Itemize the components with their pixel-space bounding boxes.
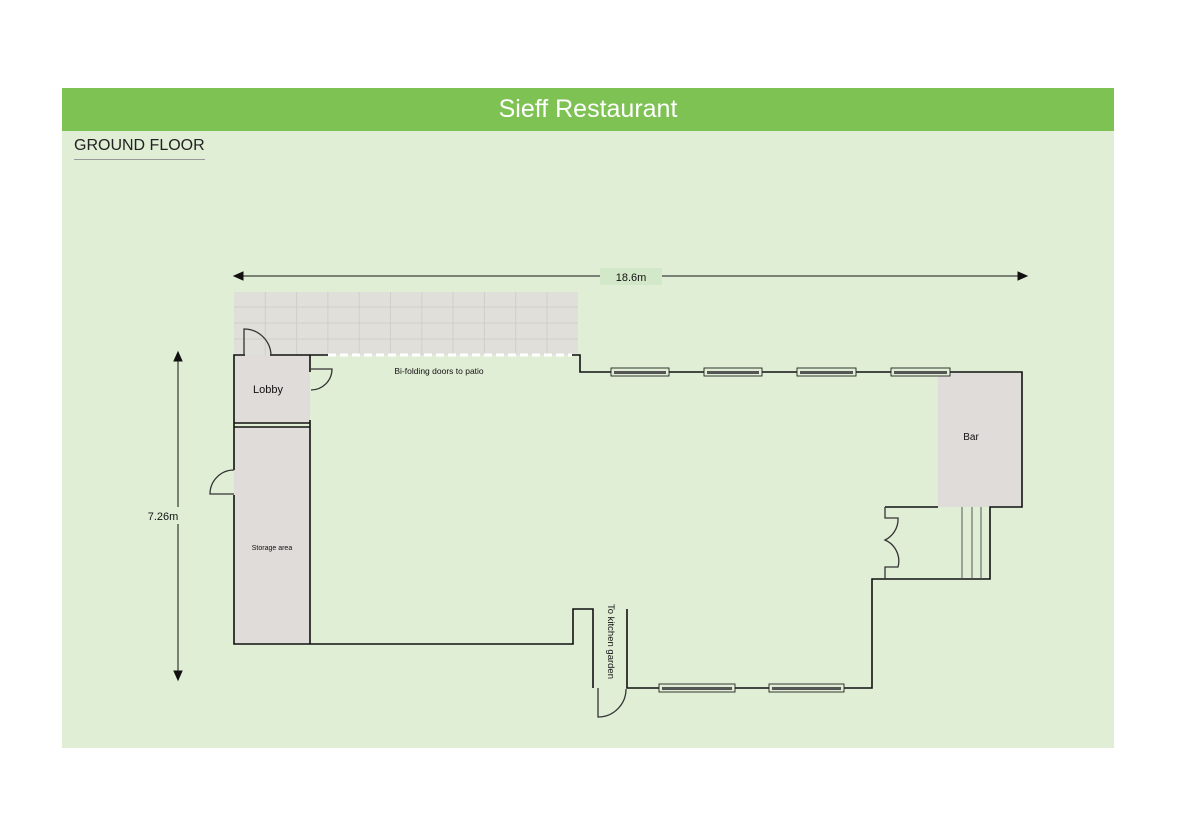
bar-area — [938, 372, 1022, 507]
storage-label: Storage area — [252, 545, 293, 552]
lobby-room — [234, 355, 310, 423]
window — [658, 683, 736, 693]
window — [796, 367, 857, 377]
window — [890, 367, 951, 377]
depth-dimension — [150, 350, 192, 682]
window — [610, 367, 670, 377]
window — [703, 367, 763, 377]
lobby-label: Lobby — [253, 384, 283, 396]
stairs — [961, 507, 982, 579]
windows — [610, 367, 951, 693]
floor-label: GROUND FLOOR — [74, 137, 205, 160]
kitchen-garden-label: To kitchen garden — [605, 604, 616, 679]
patio — [234, 292, 578, 355]
walls — [233, 354, 1023, 689]
depth-label: 7.26m — [148, 511, 179, 523]
page-title: Sieff Restaurant — [62, 88, 1114, 131]
doors — [209, 328, 900, 718]
bar-label: Bar — [963, 432, 979, 443]
bifold-label: Bi-folding doors to patio — [394, 366, 484, 376]
width-dimension — [232, 268, 1029, 285]
storage-room — [234, 427, 310, 644]
window — [768, 683, 845, 693]
width-label: 18.6m — [616, 272, 647, 284]
